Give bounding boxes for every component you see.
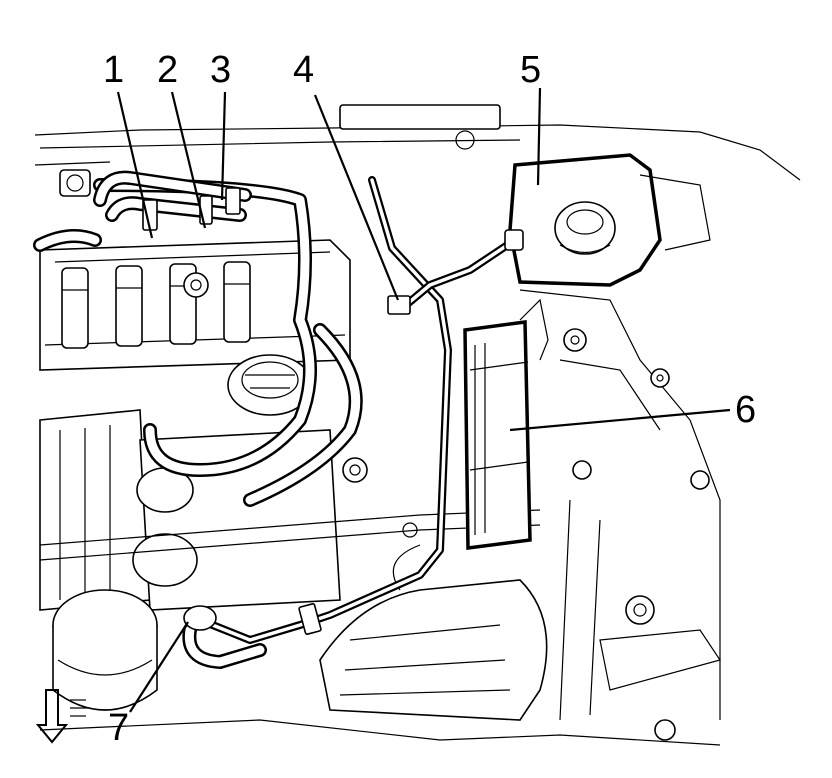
- ignition-coils: [61, 261, 251, 349]
- callout-3: 3: [210, 49, 231, 91]
- leader-2: [170, 91, 207, 229]
- clip-lower: [298, 603, 322, 635]
- callout-labels: 1 2 3 4 5 6 7: [103, 49, 756, 749]
- oil-filler-cap: [227, 354, 313, 416]
- leader-3: [220, 91, 227, 201]
- control-module: [463, 298, 549, 550]
- connector-7: [183, 605, 217, 631]
- arrow-down-icon: [35, 689, 90, 744]
- oil-filter-housing: [52, 589, 158, 711]
- callout-5: 5: [520, 49, 541, 91]
- callout-2: 2: [157, 49, 178, 91]
- leader-1: [116, 91, 154, 239]
- highlighted-line: [93, 170, 519, 669]
- clip-2: [199, 195, 213, 225]
- clips: [142, 187, 524, 635]
- clip-4: [387, 295, 411, 315]
- leader-lines: [116, 87, 731, 713]
- intake-duct: [319, 544, 548, 721]
- leader-5: [536, 87, 542, 186]
- callout-6: 6: [735, 389, 756, 431]
- connector-3: [225, 187, 241, 215]
- engine-structure: [33, 104, 801, 746]
- callout-1: 1: [103, 49, 124, 91]
- leader-6: [509, 408, 731, 432]
- leader-7: [129, 621, 189, 713]
- leader-4: [313, 94, 400, 301]
- reservoir-connector: [504, 229, 524, 251]
- callout-4: 4: [293, 49, 314, 91]
- callout-7: 7: [108, 707, 129, 749]
- coolant-reservoir: [508, 153, 711, 287]
